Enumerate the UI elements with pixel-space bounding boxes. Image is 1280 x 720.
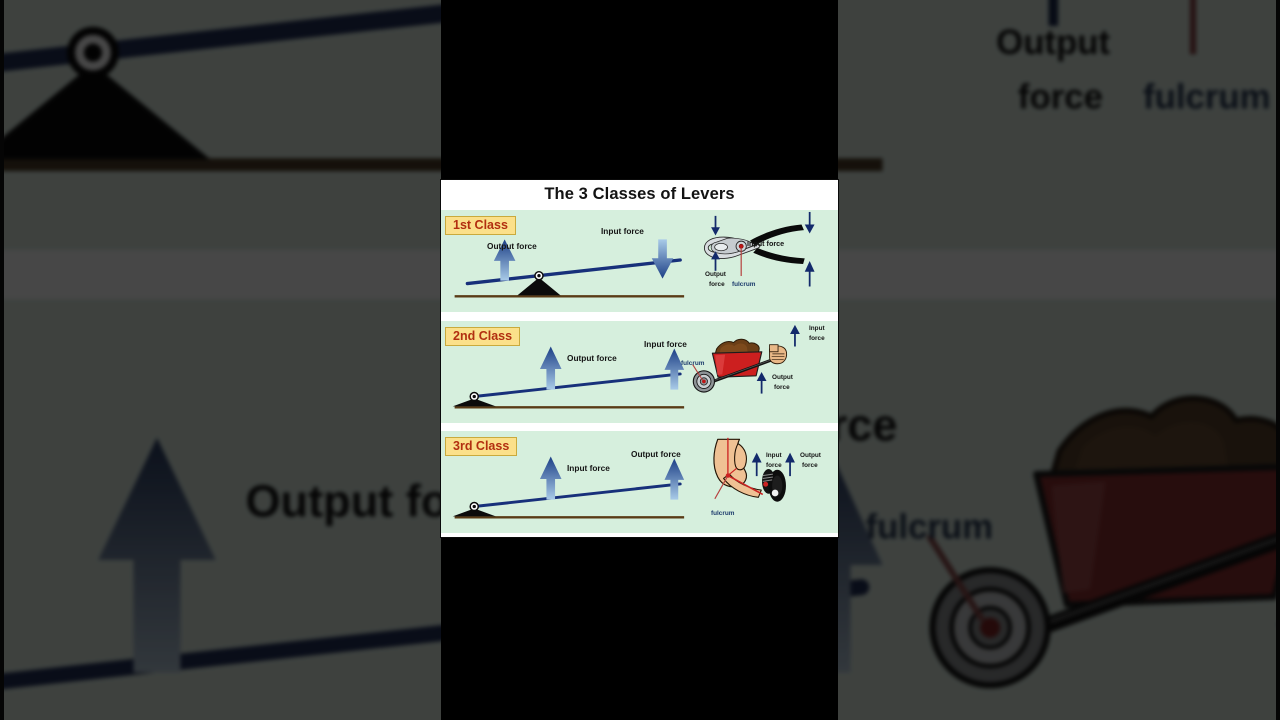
arrow-up-icon [785,452,795,477]
class-badge-first-class: 1st Class [445,216,516,236]
letterbox-bar-bottom [441,537,838,720]
arm-output-label-1: Output [800,452,821,459]
wheelbarrow-fulcrum-label: fulcrum [865,511,994,550]
arm-fulcrum-label: fulcrum [711,510,735,517]
poster-panel: The 3 Classes of Levers 1st Class [441,180,838,537]
arrow-up-icon [751,452,762,477]
lever-output-label: Output force [631,449,681,459]
arrow-down-icon [651,239,674,279]
arrow-up-icon [539,346,562,390]
left-edge-border [0,0,4,720]
arrow-up-icon [98,437,216,673]
pliers-illustration [1189,0,1197,55]
arm-input-label-2: force [766,462,782,469]
wheelbarrow-output-label-2: force [774,384,790,391]
lever-input-label: Input force [644,339,687,349]
arrow-down-icon [711,215,720,236]
arrow-up-icon [1048,0,1059,26]
wheelbarrow-fulcrum-label: fulcrum [681,360,705,367]
lever-input-label: Input force [567,463,610,473]
lever-class-row: 2nd Class O [441,320,838,424]
pliers-fulcrum-label: fulcrum [1143,81,1271,120]
fulcrum-triangle [452,508,496,517]
arrow-up-icon [804,261,815,287]
arrow-up-icon [539,456,562,500]
arm-input-label-1: Input [766,452,782,459]
wheelbarrow-input-label-1: Input [809,325,825,332]
poster-title-bar: The 3 Classes of Levers [441,180,838,209]
arrow-up-icon [711,251,720,271]
arrow-up-icon [756,372,767,394]
arrow-up-icon [493,239,516,281]
letterbox-bar-top [441,0,838,180]
pliers-output-label-2: force [709,281,725,288]
arm-output-label-2: force [802,462,818,469]
arrow-up-icon [664,458,685,500]
page-title: The 3 Classes of Levers [544,185,735,203]
class-badge-third-class: 3rd Class [445,437,518,457]
fulcrum-triangle [0,63,211,160]
row-graphics [454,211,815,298]
wheelbarrow-illustration [926,395,1280,689]
arrow-up-icon [790,324,800,347]
arrow-up-icon [664,348,685,390]
pliers-output-label-1: Output [996,27,1111,66]
row-graphics [452,437,795,519]
wheelbarrow-output-label-1: Output [772,374,793,381]
arm-dumbbell-illustration [713,437,786,502]
wheelbarrow-illustration [692,338,788,393]
pliers-fulcrum-label: fulcrum [732,281,756,288]
lever-output-label: Output force [567,353,617,363]
lever-diagram [452,372,685,409]
pliers-input-label: Input force [747,239,785,248]
fulcrum-triangle [517,277,561,296]
pliers-output-label-1: Output [705,271,726,278]
wheelbarrow-input-label-2: force [809,335,825,342]
arrow-down-icon [804,211,815,234]
lever-class-row: 3rd Class I [441,430,838,534]
fulcrum-triangle [452,398,496,407]
row-graphics [452,324,800,409]
pliers-illustration [703,224,805,277]
pliers-output-label-2: force [1017,81,1104,120]
right-edge-border [1276,0,1280,720]
lever-output-label: Output force [487,241,537,251]
lever-diagram [454,258,685,298]
class-badge-second-class: 2nd Class [445,327,521,347]
lever-diagram [452,482,685,519]
lever-input-label: Input force [601,226,644,236]
